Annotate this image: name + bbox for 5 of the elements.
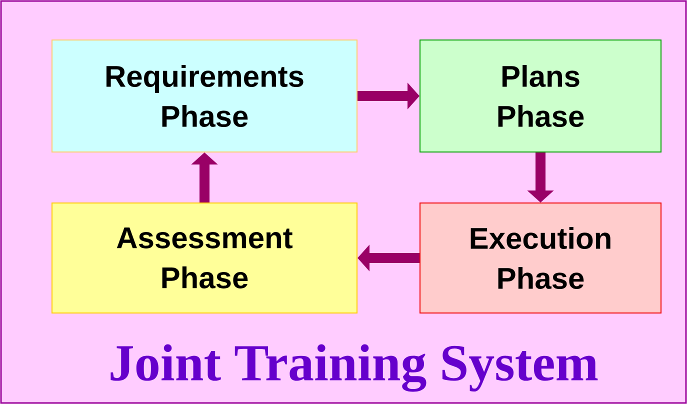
phase-box: Plans Phase: [420, 40, 662, 152]
title: Joint Training System: [110, 344, 598, 392]
phase-box: Assessment Phase: [52, 202, 358, 314]
phase-box: Requirements Phase: [52, 40, 358, 152]
phase-box: Execution Phase: [420, 202, 662, 314]
